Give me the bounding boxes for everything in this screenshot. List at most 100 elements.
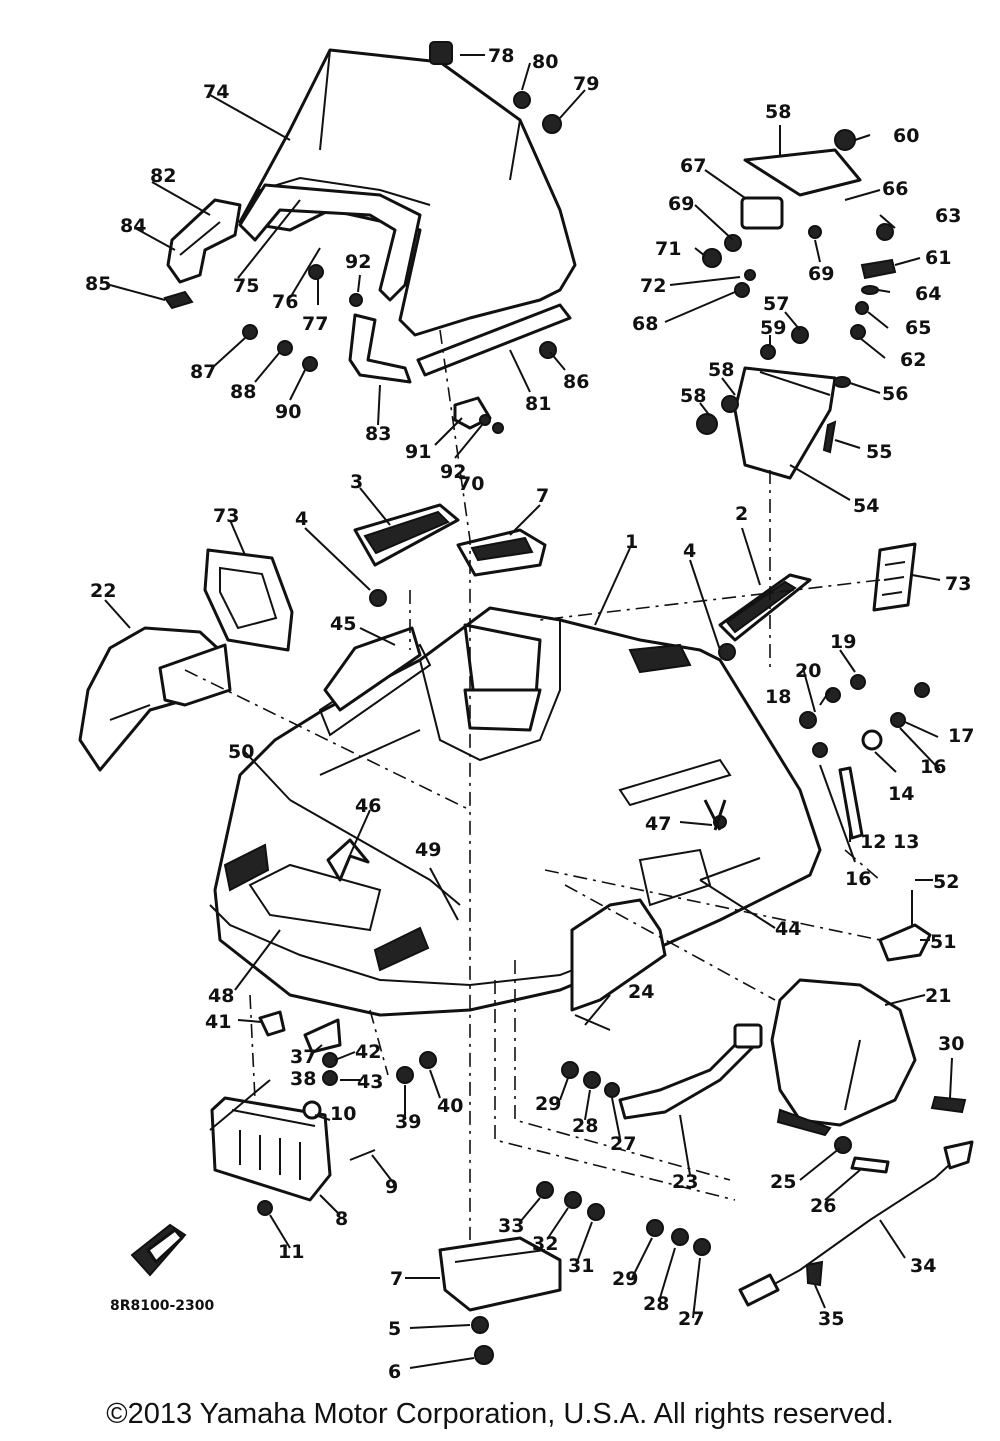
callout-60: 61 (925, 247, 951, 269)
part-code: 8R8100-2300 (110, 1298, 215, 1314)
callout-12: 11 (278, 1241, 304, 1263)
callout-32: 32 (532, 1233, 558, 1255)
callout-44: 45 (330, 613, 356, 635)
headlight (78, 626, 232, 772)
hinge-bracket (618, 1023, 763, 1120)
callout-62-b: 64 (915, 283, 941, 305)
callout-79: 80 (532, 51, 558, 73)
callout-84: 85 (85, 273, 111, 295)
callout-87: 88 (230, 381, 256, 403)
callout-24: 24 (628, 981, 654, 1003)
grille (210, 1096, 332, 1202)
callout-11: 10 (330, 1103, 356, 1125)
callout-6: 5 (388, 1318, 401, 1340)
callout-82: 83 (365, 423, 391, 445)
windshield-strip (416, 303, 572, 377)
callout-14: 13 (893, 831, 919, 853)
callout-19: 19 (830, 631, 856, 653)
callout-53: 55 (866, 441, 892, 463)
callout-33: 33 (498, 1215, 524, 1237)
callout-52: 54 (853, 495, 879, 517)
callout-72: 73 (945, 573, 971, 595)
callout-86: 87 (190, 361, 216, 383)
callout-40: 41 (205, 1011, 231, 1033)
callout-27-b: 27 (678, 1308, 704, 1330)
vents (353, 503, 812, 661)
callout-29-a: 29 (535, 1093, 561, 1115)
callout-49: 50 (228, 741, 254, 763)
callout-18: 18 (765, 686, 791, 708)
callout-16-a: 16 (920, 756, 946, 778)
callout-20: 20 (795, 660, 821, 682)
latch (878, 890, 932, 962)
callout-27-a: 27 (610, 1133, 636, 1155)
callout-28-b: 28 (643, 1293, 669, 1315)
callout-58-b: 59 (760, 317, 786, 339)
callout-65: 67 (680, 155, 706, 177)
callout-71: 73 (213, 505, 239, 527)
callout-16-b: 16 (845, 868, 871, 890)
callout-43: 44 (775, 918, 801, 940)
hand-guard (166, 198, 242, 284)
callout-25: 25 (770, 1171, 796, 1193)
callout-91: 92 (440, 461, 466, 483)
tool-tray (438, 1236, 562, 1312)
trim-strip (323, 626, 422, 712)
callout-73: 74 (203, 81, 229, 103)
hood (209, 606, 822, 1017)
callout-51: 52 (933, 871, 959, 893)
callout-88: 90 (275, 401, 301, 423)
callout-74: 75 (233, 275, 259, 297)
callout-67: 69 (808, 263, 834, 285)
callout-26: 26 (810, 1195, 836, 1217)
callout-76: 77 (302, 313, 328, 335)
callout-90: 91 (405, 441, 431, 463)
centerlines (184, 329, 881, 1240)
callout-labels: 78 80 79 74 82 84 85 75 76 77 92 87 88 9… (85, 45, 974, 1383)
callout-23: 23 (672, 1171, 698, 1193)
callout-54: 56 (882, 383, 908, 405)
callout-35: 35 (818, 1308, 844, 1330)
windshield-fasteners (163, 41, 562, 434)
console-assembly (696, 129, 897, 480)
callout-15: 14 (888, 783, 914, 805)
callout-63: 65 (905, 317, 931, 339)
callout-59: 60 (893, 125, 919, 147)
callout-9: 8 (335, 1208, 348, 1230)
callout-85: 86 (563, 371, 589, 393)
grille-icon (130, 1223, 187, 1277)
callout-46: 47 (645, 813, 671, 835)
callout-69-b: 71 (655, 238, 681, 260)
callout-4-a: 4 (295, 508, 308, 530)
decal (872, 542, 917, 612)
callout-17: 17 (948, 725, 974, 747)
callout-29-b: 29 (612, 1268, 638, 1290)
callout-48: 49 (415, 839, 441, 861)
callout-3: 3 (350, 471, 363, 493)
callout-30: 30 (938, 1033, 964, 1055)
callout-57: 58 (680, 385, 706, 407)
callout-10: 9 (385, 1176, 398, 1198)
callout-45: 46 (355, 795, 381, 817)
side-cover (770, 978, 917, 1137)
leader-lines (104, 54, 953, 1369)
lower-fasteners (257, 674, 967, 1365)
callout-64: 66 (882, 178, 908, 200)
callout-37: 38 (290, 1068, 316, 1090)
cable (738, 1140, 974, 1307)
callout-41: 42 (355, 1041, 381, 1063)
callout-56: 58 (708, 359, 734, 381)
callout-58-a: 58 (765, 101, 791, 123)
callout-4-b: 4 (683, 540, 696, 562)
callout-47: 48 (208, 985, 234, 1007)
callout-39: 40 (437, 1095, 463, 1117)
callout-83: 84 (120, 215, 146, 237)
callout-62-a: 63 (935, 205, 961, 227)
callout-38: 39 (395, 1111, 421, 1133)
callout-5: 7 (536, 485, 549, 507)
callout-8: 7 (390, 1268, 403, 1290)
callout-22: 22 (90, 580, 116, 602)
callout-13: 12 (860, 831, 886, 853)
callout-2: 2 (735, 503, 748, 525)
